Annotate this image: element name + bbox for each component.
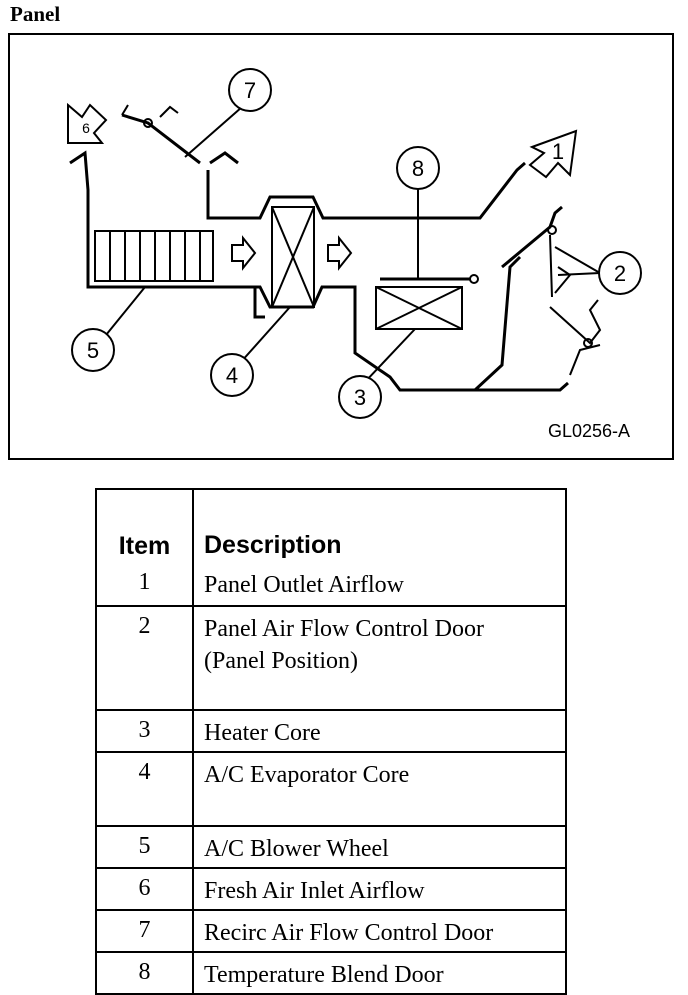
item-number: 5 bbox=[97, 827, 194, 867]
item-description: Fresh Air Inlet Airflow bbox=[194, 869, 565, 909]
table-row: 6 Fresh Air Inlet Airflow bbox=[97, 867, 565, 909]
duct-left-lower bbox=[88, 255, 522, 392]
table-row: 3 Heater Core bbox=[97, 709, 565, 751]
airflow-arrow-1 bbox=[231, 235, 257, 271]
callout-3: 3 bbox=[354, 385, 366, 410]
callout-4: 4 bbox=[226, 363, 238, 388]
item-description: Heater Core bbox=[194, 711, 565, 751]
duct-top-wall bbox=[209, 151, 239, 165]
item-number: 1 bbox=[97, 563, 194, 605]
callout-1: 1 bbox=[552, 139, 564, 164]
panel-outlet-arrow bbox=[528, 129, 578, 179]
table-header: Item Description bbox=[97, 490, 565, 563]
diagram-code: GL0256-A bbox=[548, 421, 630, 441]
heater-core bbox=[375, 286, 463, 330]
fresh-air-inlet-arrow bbox=[67, 102, 108, 144]
callout-6: 6 bbox=[82, 120, 90, 136]
airflow-arrow-2 bbox=[327, 235, 353, 271]
item-description: Panel Air Flow Control Door (Panel Positi… bbox=[194, 607, 565, 709]
description-line: Fresh Air Inlet Airflow bbox=[204, 878, 425, 904]
table-row: 8 Temperature Blend Door bbox=[97, 951, 565, 993]
item-number: 3 bbox=[97, 711, 194, 751]
item-description: Recirc Air Flow Control Door bbox=[194, 911, 565, 951]
item-number: 6 bbox=[97, 869, 194, 909]
table-row: 2 Panel Air Flow Control Door (Panel Posit… bbox=[97, 605, 565, 709]
recirc-door bbox=[121, 113, 201, 165]
table-row: 1 Panel Outlet Airflow bbox=[97, 563, 565, 605]
evaporator-core bbox=[271, 206, 315, 308]
item-number: 2 bbox=[97, 607, 194, 709]
callout-2: 2 bbox=[614, 261, 626, 286]
description-line: Panel Outlet Airflow bbox=[204, 572, 404, 598]
description-line: Recirc Air Flow Control Door bbox=[204, 920, 494, 946]
callout-8: 8 bbox=[412, 156, 424, 181]
airflow-diagram: 7 8 2 5 4 3 1 6 GL0256-A bbox=[8, 33, 674, 460]
table-row: 4 A/C Evaporator Core bbox=[97, 751, 565, 825]
duct-mid-top bbox=[206, 161, 526, 220]
item-description: A/C Blower Wheel bbox=[194, 827, 565, 867]
item-description: Panel Outlet Airflow bbox=[194, 563, 565, 605]
table-row: 5 A/C Blower Wheel bbox=[97, 825, 565, 867]
description-line: A/C Blower Wheel bbox=[204, 836, 389, 862]
page-title: Panel bbox=[10, 2, 61, 26]
description-line: Heater Core bbox=[204, 720, 321, 746]
header-item: Item bbox=[97, 490, 194, 563]
callout-7: 7 bbox=[244, 78, 256, 103]
description-line: Temperature Blend Door bbox=[204, 962, 444, 988]
item-number: 4 bbox=[97, 753, 194, 825]
description-line: (Panel Position) bbox=[204, 648, 358, 674]
table-row: 7 Recirc Air Flow Control Door bbox=[97, 909, 565, 951]
header-description: Description bbox=[204, 531, 342, 559]
callout-5: 5 bbox=[87, 338, 99, 363]
duct-upper-wall bbox=[69, 150, 265, 319]
item-description: Temperature Blend Door bbox=[194, 953, 565, 993]
panel-door bbox=[501, 205, 563, 269]
description-line: A/C Evaporator Core bbox=[204, 762, 410, 788]
item-number: 7 bbox=[97, 911, 194, 951]
item-description: A/C Evaporator Core bbox=[194, 753, 565, 825]
description-line: Panel Air Flow Control Door bbox=[204, 616, 484, 642]
diagram-svg: 7 8 2 5 4 3 1 6 GL0256-A bbox=[67, 68, 642, 441]
item-number: 8 bbox=[97, 953, 194, 993]
duct-bottom-right bbox=[475, 381, 569, 392]
